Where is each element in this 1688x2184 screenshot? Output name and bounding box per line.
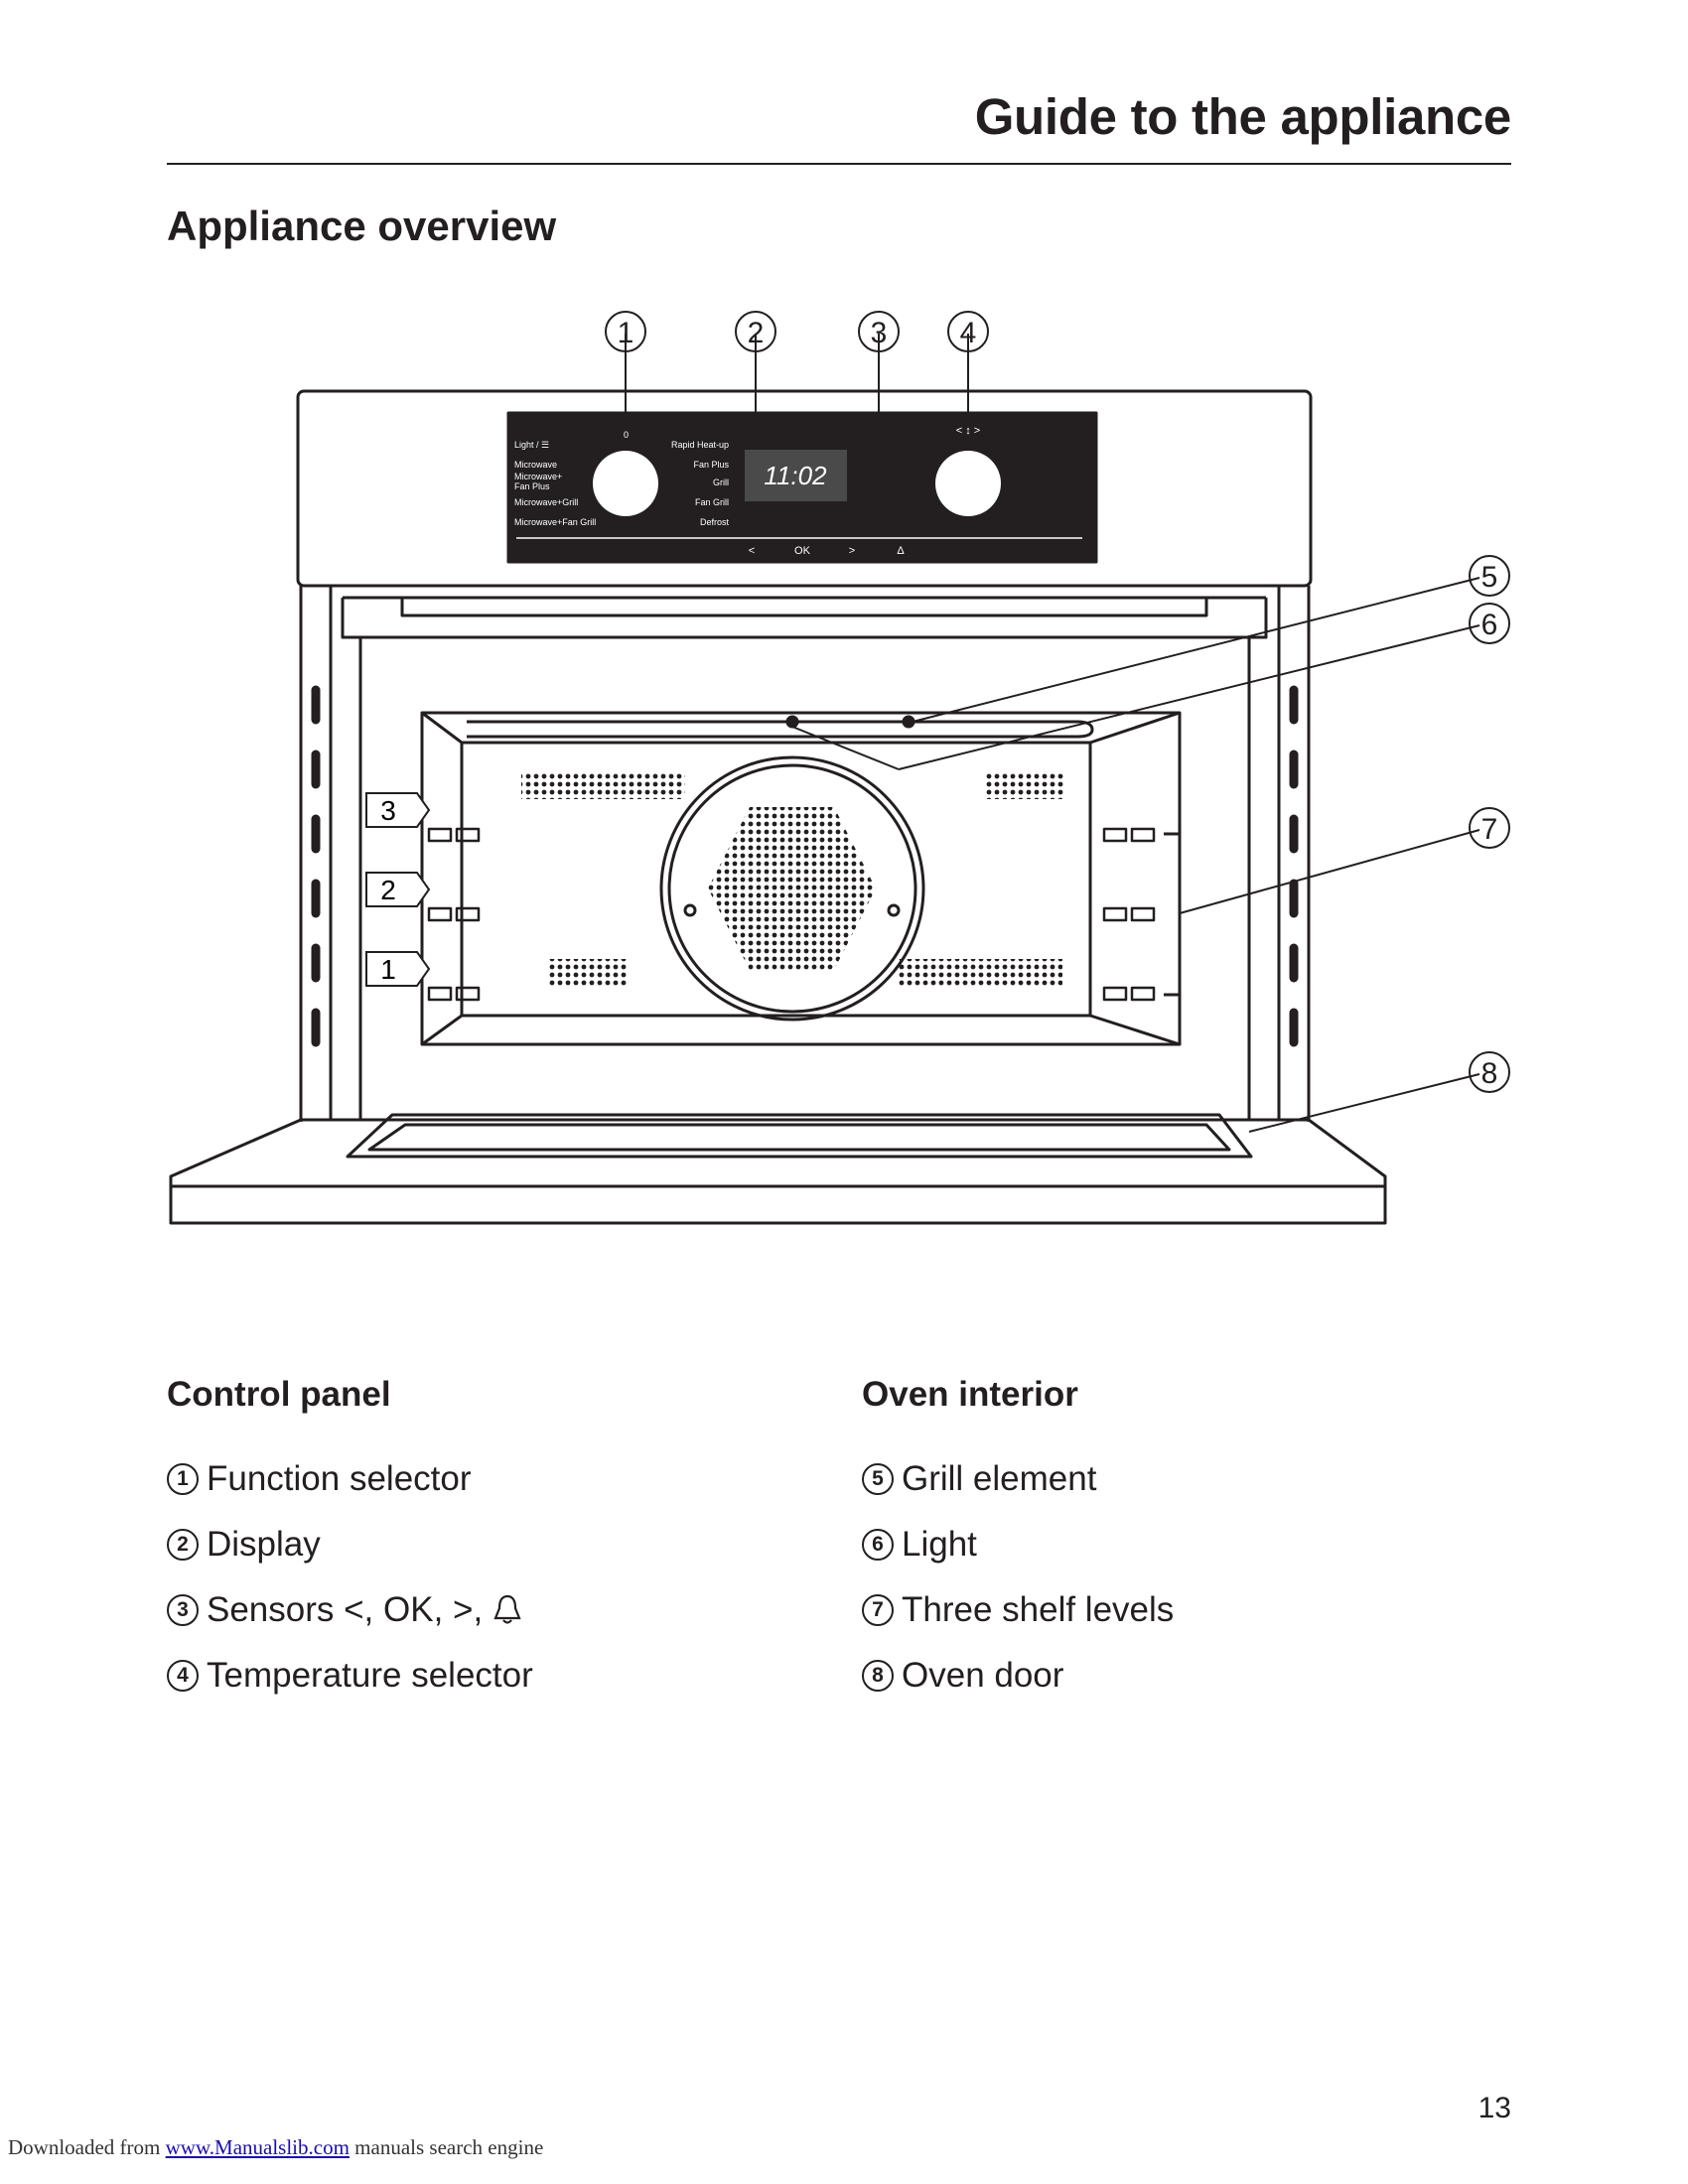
callout-2-number: 2 — [748, 317, 765, 349]
callout-5 — [1469, 555, 1510, 597]
control-panel-legend: Control panel 1 Function selector 2 Disp… — [167, 1375, 782, 1708]
panel-label-defrost: Defrost — [700, 517, 730, 527]
legend-number: 7 — [862, 1594, 894, 1626]
bell-icon — [493, 1594, 521, 1624]
function-selector-dial[interactable] — [593, 451, 658, 516]
sensor-left[interactable]: < — [749, 545, 755, 557]
legend-number: 4 — [167, 1660, 199, 1692]
shelf-tag-1-label: 1 — [380, 954, 396, 985]
shelf-tag-1 — [365, 951, 431, 987]
shelf-tag-2-label: 2 — [380, 875, 396, 905]
panel-label-fan-plus-left: Fan Plus — [514, 481, 550, 491]
panel-label-fan-plus: Fan Plus — [693, 460, 729, 470]
panel-label-grill: Grill — [713, 478, 729, 487]
oven-interior-legend: Oven interior 5 Grill element 6 Light 7 … — [862, 1375, 1477, 1708]
oven-interior-title: Oven interior — [862, 1375, 1078, 1414]
oven-diagram: 11:02 0 < ↕ > Light / ☰ Microwave Microw… — [169, 311, 1510, 1225]
callout-7 — [1469, 807, 1510, 849]
legend-item: 3 Sensors <, OK, >, — [167, 1577, 782, 1643]
page-header: Guide to the appliance — [167, 87, 1511, 165]
temp-arrows-label: < ↕ > — [956, 425, 980, 437]
callout-2 — [735, 311, 776, 352]
legend-number: 2 — [167, 1529, 199, 1561]
callout-8-number: 8 — [1481, 1057, 1498, 1090]
panel-label-microwave-fan-grill: Microwave+Fan Grill — [514, 517, 596, 527]
footer-prefix: Downloaded from — [8, 2135, 166, 2159]
legend-text: Three shelf levels — [902, 1590, 1175, 1629]
legend-text: Sensors <, OK, >, — [207, 1590, 492, 1629]
grill-element — [467, 720, 1094, 739]
section-title: Appliance overview — [167, 203, 557, 249]
sensor-ok[interactable]: OK — [794, 545, 811, 557]
callout-4 — [947, 311, 989, 352]
control-panel-housing — [296, 389, 1313, 588]
legend-item: 1 Function selector — [167, 1446, 782, 1512]
fan-cover — [659, 755, 925, 1022]
shelf-tag-2 — [365, 872, 431, 907]
panel-label-microwave: Microwave — [514, 460, 557, 470]
panel-label-fan-grill: Fan Grill — [695, 497, 729, 507]
legend-item: 2 Display — [167, 1512, 782, 1577]
dial-zero-label: 0 — [624, 430, 629, 440]
legend-number: 3 — [167, 1594, 199, 1626]
panel-label-microwave-plus: Microwave+ — [514, 472, 562, 481]
legend-number: 5 — [862, 1463, 894, 1495]
panel-label-microwave-grill: Microwave+Grill — [514, 497, 578, 507]
footer-suffix: manuals search engine — [349, 2135, 544, 2159]
control-panel-title: Control panel — [167, 1375, 391, 1414]
shelf-tag-3-label: 3 — [380, 795, 396, 826]
shelf-tag-3 — [365, 792, 431, 828]
callout-1 — [605, 311, 646, 352]
legend-item: 6 Light — [862, 1512, 1477, 1577]
legend-text: Light — [902, 1525, 977, 1564]
panel-label-rapid-heat-up: Rapid Heat-up — [671, 440, 729, 450]
legend-number: 6 — [862, 1529, 894, 1561]
page-number: 13 — [1477, 2092, 1511, 2124]
callout-4-number: 4 — [960, 317, 977, 349]
legend-text: Function selector — [207, 1459, 472, 1498]
legend-item: 7 Three shelf levels — [862, 1577, 1477, 1643]
callout-3 — [858, 311, 900, 352]
callout-1-number: 1 — [618, 317, 634, 349]
legend-item: 5 Grill element — [862, 1446, 1477, 1512]
legend-text: Temperature selector — [207, 1656, 533, 1695]
callout-7-number: 7 — [1481, 813, 1498, 846]
legend-text: Display — [207, 1525, 321, 1564]
temperature-selector-dial[interactable] — [935, 451, 1001, 516]
panel-label-light: Light / ☰ — [514, 440, 549, 450]
footer: Downloaded from www.Manualslib.com manua… — [8, 2135, 543, 2160]
legend-item: 4 Temperature selector — [167, 1643, 782, 1708]
callout-6 — [1469, 603, 1510, 644]
callout-3-number: 3 — [871, 317, 888, 349]
sensor-right[interactable]: > — [849, 545, 855, 557]
legend-number: 1 — [167, 1463, 199, 1495]
legend-item: 8 Oven door — [862, 1643, 1477, 1708]
sensor-timer[interactable]: Δ — [897, 545, 905, 557]
legend-number: 8 — [862, 1660, 894, 1692]
footer-link[interactable]: www.Manualslib.com — [165, 2135, 350, 2159]
legend-text: Oven door — [902, 1656, 1064, 1695]
callout-8 — [1469, 1051, 1510, 1093]
callout-6-number: 6 — [1481, 609, 1498, 641]
callout-5-number: 5 — [1481, 561, 1498, 594]
page-title: Guide to the appliance — [974, 88, 1512, 145]
legend-text: Grill element — [902, 1459, 1097, 1498]
oven-door — [169, 1118, 1387, 1225]
display-time: 11:02 — [764, 461, 827, 490]
